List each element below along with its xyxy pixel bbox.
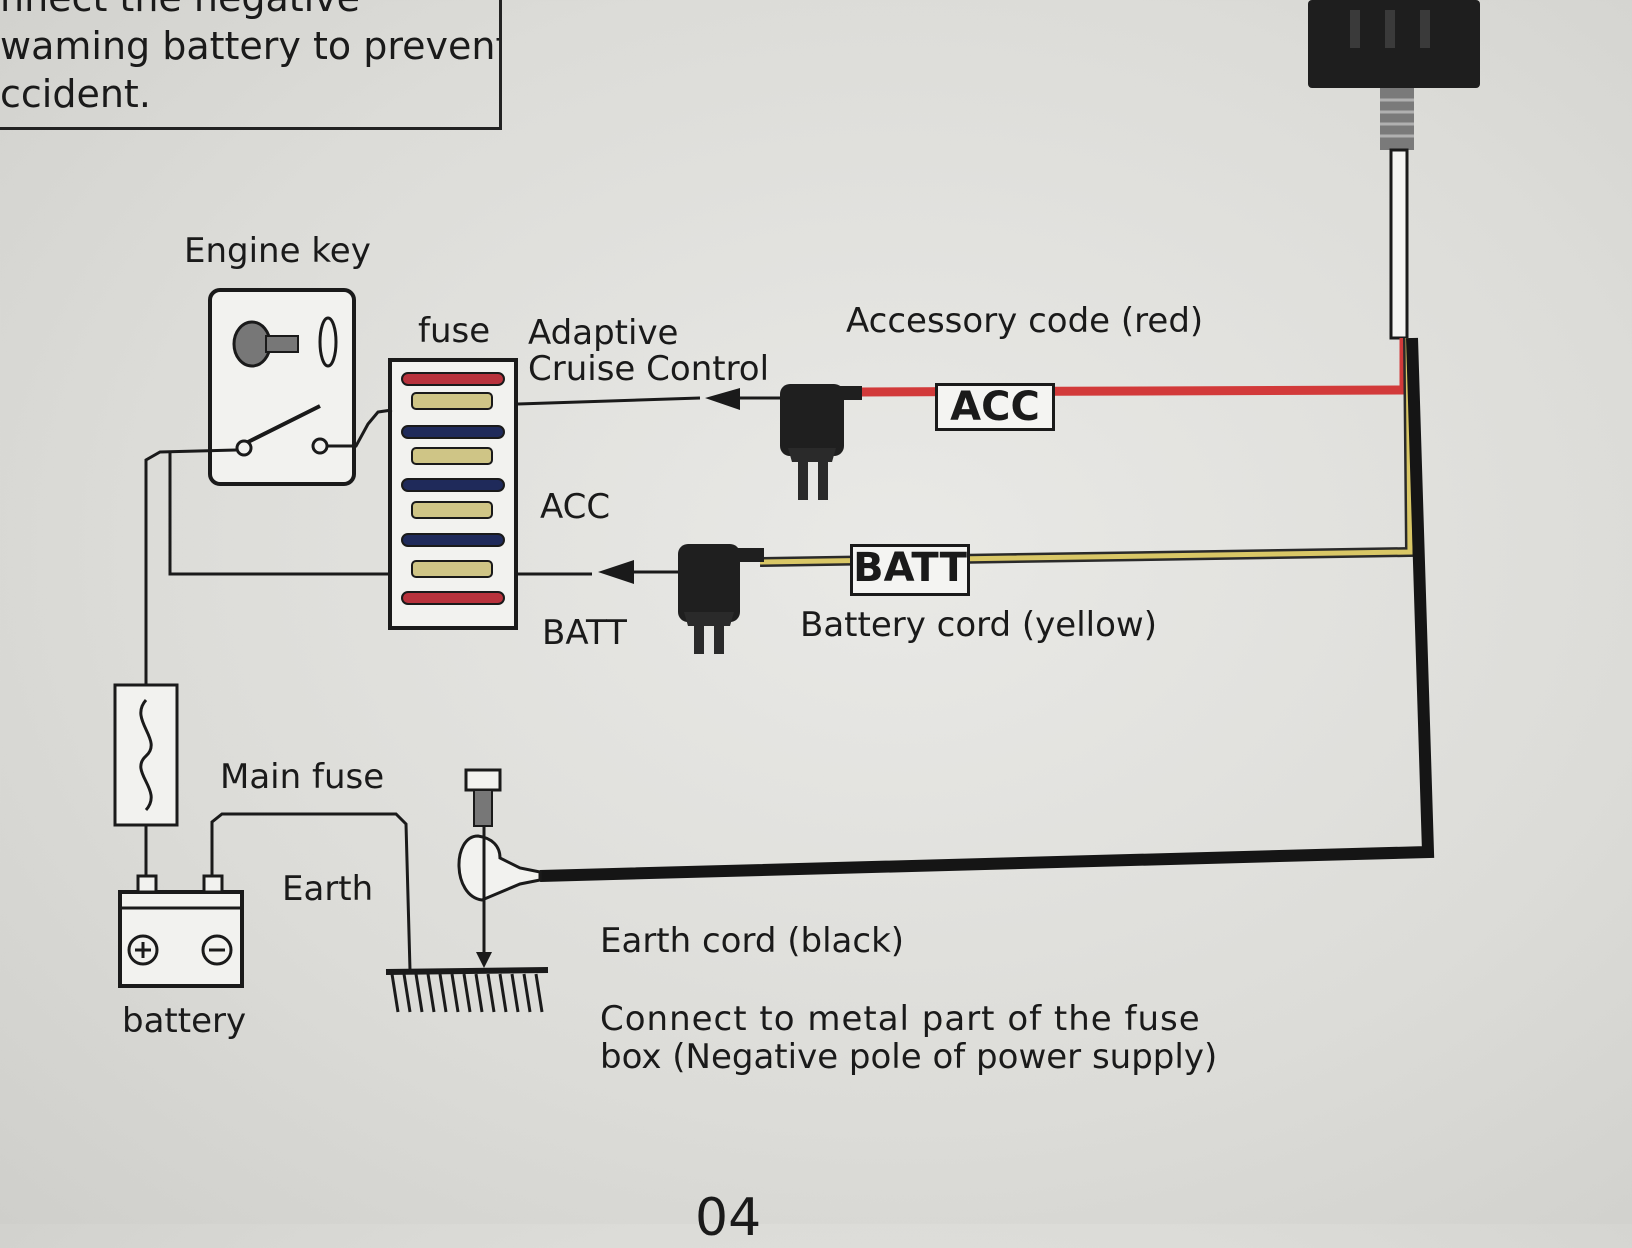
fuse-box-icon	[388, 358, 518, 630]
page-number: 04	[695, 1188, 762, 1248]
connect-note-line2: box (Negative pole of power supply)	[600, 1037, 1218, 1077]
batt-tag: BATT	[850, 544, 970, 596]
earth-cord-label: Earth cord (black)	[600, 921, 905, 961]
batt-arrow-icon	[598, 560, 634, 584]
battery-label: battery	[122, 1001, 247, 1041]
earth-label: Earth	[282, 869, 374, 909]
battery-cord-label: Battery cord (yellow)	[800, 605, 1157, 645]
main-fuse-icon	[113, 683, 179, 827]
battery-icon	[118, 874, 244, 988]
acc-label: ACC	[540, 487, 611, 527]
fuse-label: fuse	[418, 311, 491, 351]
batt-label: BATT	[542, 613, 627, 653]
acc-tag: ACC	[935, 383, 1055, 431]
warning-line-2: waming battery to prevent	[0, 24, 502, 68]
ground-symbol-icon	[385, 967, 549, 1013]
accessory-code-label: Accessory code (red)	[846, 301, 1204, 341]
ring-terminal-icon	[457, 768, 542, 968]
yellow-wire	[759, 337, 1413, 565]
acc-fuse-tap-icon	[780, 384, 862, 500]
power-adapter-icon	[1308, 0, 1480, 340]
batt-fuse-tap-icon	[678, 544, 764, 654]
warning-box: nnect the negative waming battery to pre…	[0, 0, 502, 130]
black-wire	[539, 337, 1435, 882]
adaptive-label-line2: Cruise Control	[528, 349, 770, 389]
connect-note-line1: Connect to metal part of the fuse	[600, 999, 1201, 1039]
main-fuse-label: Main fuse	[220, 757, 385, 797]
engine-key-icon	[208, 288, 356, 486]
warning-line-3: ccident.	[0, 72, 151, 116]
adaptive-label-line1: Adaptive	[528, 313, 679, 353]
acc-arrow-icon	[705, 388, 740, 410]
engine-key-label: Engine key	[184, 231, 371, 271]
warning-line-1: nnect the negative	[0, 0, 499, 22]
